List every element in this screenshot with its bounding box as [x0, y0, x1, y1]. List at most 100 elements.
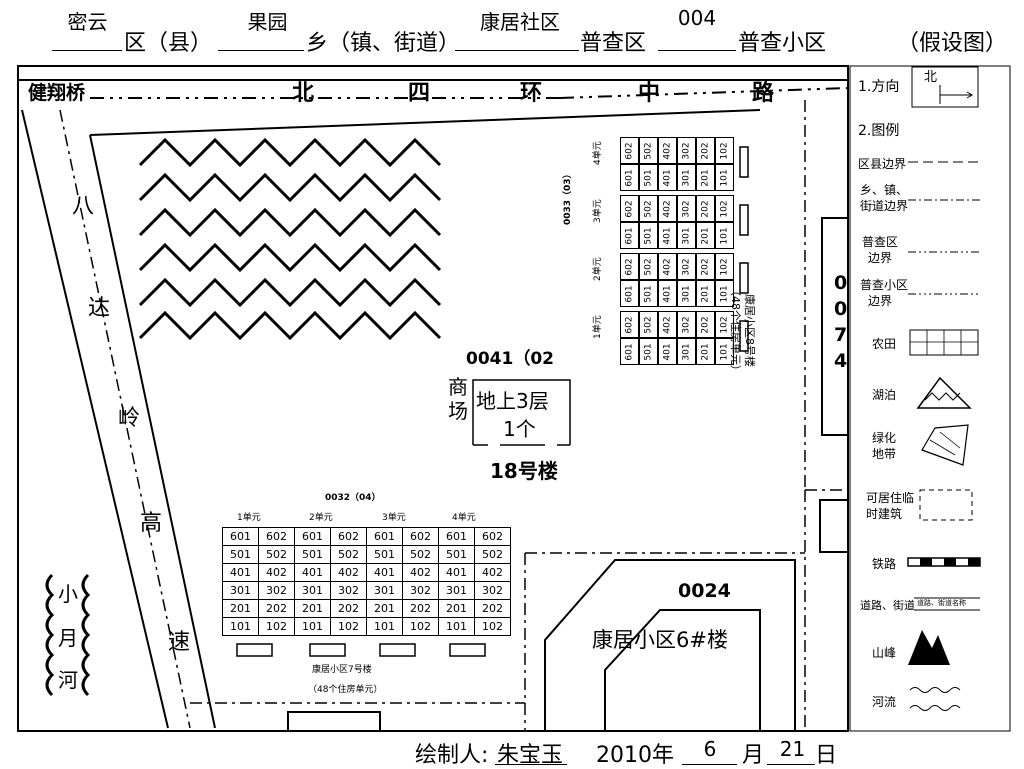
room-number: 502	[643, 315, 654, 334]
room-cell: 502	[639, 311, 658, 338]
room-number: 601	[624, 284, 635, 303]
note: （假设图）	[897, 31, 1008, 56]
bridge-label: 健翔桥	[28, 82, 86, 104]
road-top-4: 中	[638, 81, 661, 106]
room-cell: 102	[402, 617, 439, 636]
room-number: 102	[719, 257, 730, 276]
room-cell: 501	[294, 545, 331, 564]
room-number: 402	[662, 257, 673, 276]
room-number: 501	[643, 226, 654, 245]
room-cell: 401	[658, 164, 677, 191]
room-number: 501	[643, 284, 654, 303]
room-number: 401	[662, 168, 673, 187]
room-number: 102	[719, 199, 730, 218]
room-number: 301	[681, 168, 692, 187]
footer-year: 2010年	[596, 743, 674, 768]
room-cell: 601	[620, 280, 639, 307]
river-2: 月	[58, 626, 78, 650]
b18-code: 0041（02	[466, 349, 554, 369]
township-value: 果园	[247, 10, 288, 34]
room-cell: 202	[696, 137, 715, 164]
legend-railway: 铁路	[872, 557, 897, 571]
room-cell: 602	[620, 195, 639, 222]
room-cell: 601	[620, 164, 639, 191]
room-number: 302	[681, 257, 692, 276]
room-cell: 301	[222, 581, 259, 600]
room-number: 601	[624, 226, 635, 245]
room-cell: 101	[366, 617, 403, 636]
room-number: 402	[662, 141, 673, 160]
legend-subdistrict: 普查小区 边界	[860, 277, 908, 309]
legend-town: 乡、镇、 街道边界	[860, 182, 908, 214]
legend-lake: 湖泊	[872, 388, 897, 402]
room-cell: 601	[294, 527, 331, 546]
room-cell: 202	[474, 599, 511, 618]
room-cell: 602	[258, 527, 295, 546]
room-cell: 302	[677, 137, 696, 164]
highway-5: 速	[168, 630, 191, 655]
inner-top-line	[89, 109, 761, 136]
room-cell: 502	[402, 545, 439, 564]
b8-unit-label: 2单元	[593, 257, 603, 281]
room-cell: 102	[258, 617, 295, 636]
room-number: 201	[700, 168, 711, 187]
room-cell: 202	[258, 599, 295, 618]
room-cell: 202	[696, 195, 715, 222]
room-number: 201	[700, 342, 711, 361]
legend-temp-2: 时建筑	[866, 507, 903, 521]
footer-month-label: 月	[742, 743, 765, 768]
room-cell: 402	[474, 563, 511, 582]
legend-temp: 可居住临 时建筑	[866, 490, 914, 522]
room-cell: 401	[294, 563, 331, 582]
b6-code: 0024	[678, 580, 731, 602]
room-cell: 101	[294, 617, 331, 636]
room-number: 602	[624, 141, 635, 160]
room-cell: 601	[620, 338, 639, 365]
room-number: 602	[624, 315, 635, 334]
room-cell: 201	[366, 599, 403, 618]
room-cell: 101	[715, 280, 734, 307]
legend-town-1: 乡、镇、	[860, 183, 909, 197]
township-suffix: 乡（镇、街道）	[306, 31, 461, 56]
b6-road-inner	[604, 609, 761, 730]
room-number: 302	[681, 315, 692, 334]
side-code-3: 7	[834, 324, 848, 346]
b8-subtitle: （48个住房单元）	[729, 285, 742, 376]
room-cell: 102	[715, 253, 734, 280]
room-cell: 202	[696, 311, 715, 338]
community-underline	[455, 50, 579, 51]
room-cell: 502	[258, 545, 295, 564]
b8-title: 康居小区8号楼	[743, 294, 756, 367]
b7-unit-3: 3单元	[382, 513, 406, 523]
room-number: 101	[719, 226, 730, 245]
legend-frame	[849, 65, 1011, 732]
room-cell: 302	[474, 581, 511, 600]
room-cell: 401	[658, 280, 677, 307]
room-cell: 201	[696, 222, 715, 249]
room-cell: 501	[438, 545, 475, 564]
room-cell: 201	[696, 338, 715, 365]
room-cell: 602	[620, 311, 639, 338]
subdistrict-suffix: 普查小区	[738, 31, 827, 56]
room-cell: 102	[715, 137, 734, 164]
room-cell: 301	[294, 581, 331, 600]
room-number: 301	[681, 342, 692, 361]
highway-4: 高	[140, 511, 163, 536]
room-number: 402	[662, 315, 673, 334]
room-number: 202	[700, 141, 711, 160]
room-number: 502	[643, 257, 654, 276]
legend-farm: 农田	[872, 337, 897, 351]
room-number: 102	[719, 141, 730, 160]
legend-green-1: 绿化	[872, 431, 897, 445]
footer-day: 21	[779, 737, 806, 761]
room-cell: 501	[639, 222, 658, 249]
room-number: 601	[624, 342, 635, 361]
legend-green: 绿化 地带	[872, 430, 896, 462]
room-cell: 601	[366, 527, 403, 546]
room-number: 201	[700, 226, 711, 245]
room-number: 402	[662, 199, 673, 218]
room-cell: 301	[366, 581, 403, 600]
